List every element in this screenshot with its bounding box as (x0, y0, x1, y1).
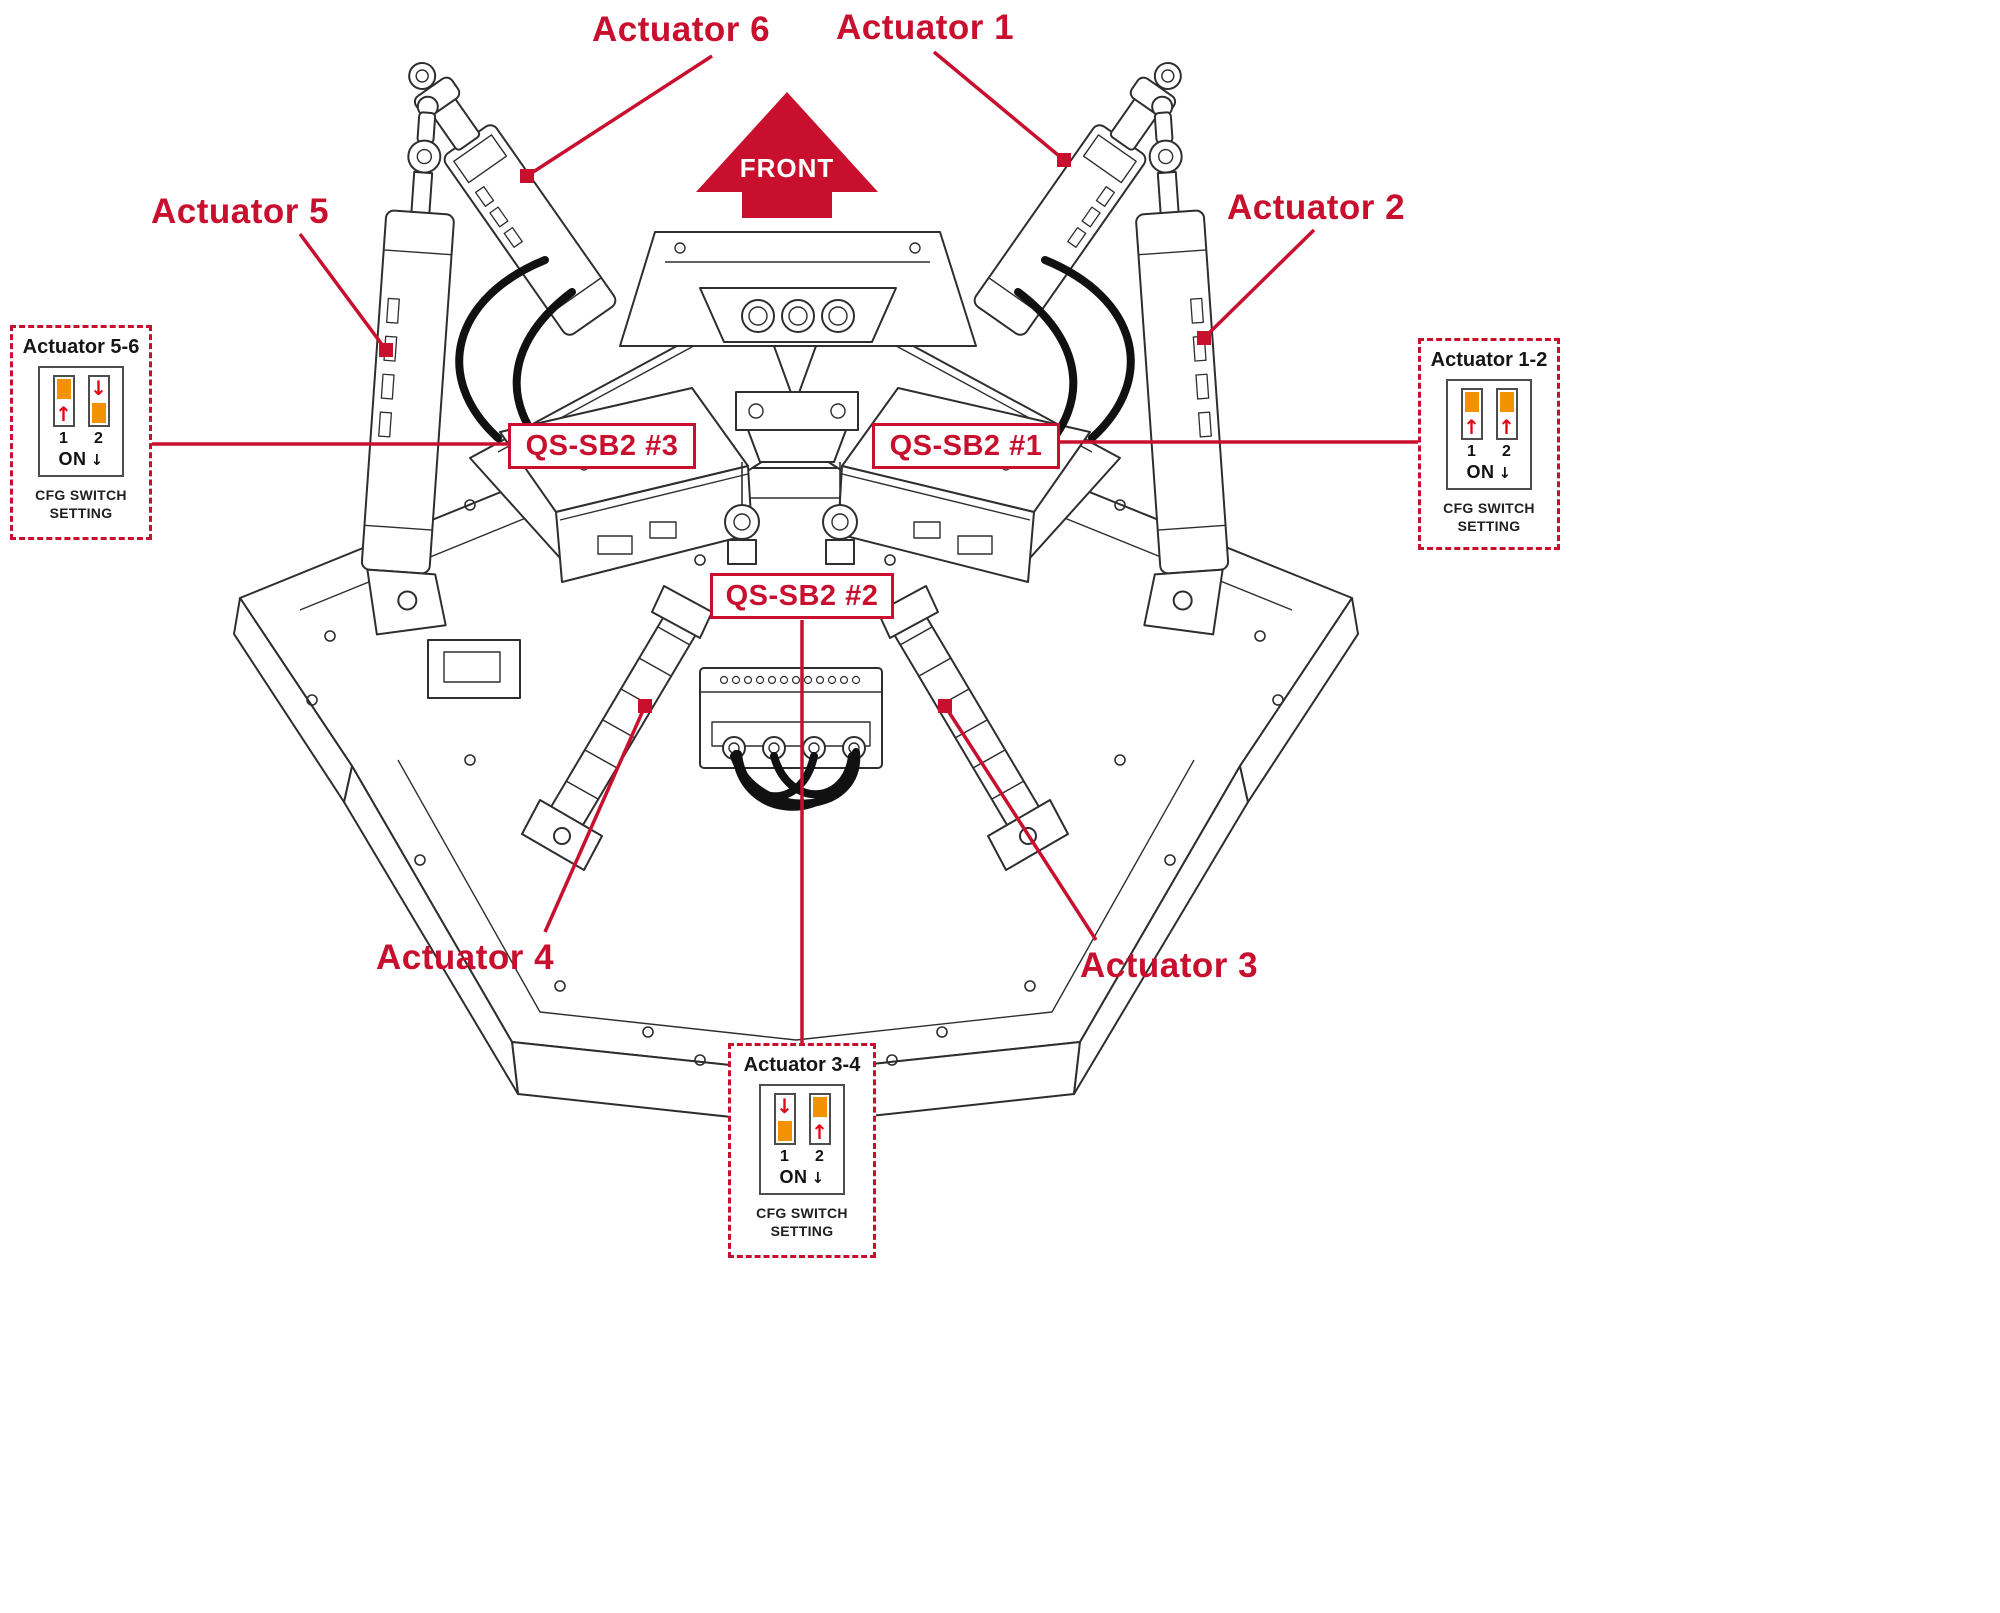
cfg-callout-actuator-1-2: Actuator 1-2 ↑ ↑ 1 2 ON↓ CFG SWITCH (1418, 338, 1560, 550)
on-direction-arrow-icon: ↓ (1498, 464, 1512, 482)
dip-switch-numbers: 1 2 (40, 430, 122, 448)
dip-arrow-up-icon: ↑ (811, 1120, 828, 1144)
dip-switch-graphic: ↓ ↑ 1 2 ON↓ (759, 1084, 845, 1195)
caption-line-2: SETTING (1457, 518, 1521, 535)
callout-title: Actuator 3-4 (743, 1054, 861, 1076)
caption-line-1: CFG SWITCH (1443, 500, 1535, 516)
dip-on-label: ON↓ (1448, 462, 1530, 483)
dip-number-1: 1 (1467, 443, 1476, 460)
caption-line-1: CFG SWITCH (756, 1205, 848, 1221)
callout-caption: CFG SWITCH SETTING (13, 486, 149, 522)
front-arrow-label: FRONT (739, 153, 835, 183)
dip-number-1: 1 (780, 1148, 789, 1165)
dip-switch-graphic: ↑ ↓ 1 2 ON↓ (38, 366, 124, 477)
callout-caption: CFG SWITCH SETTING (731, 1204, 873, 1240)
dip-switch-numbers: 1 2 (761, 1148, 843, 1166)
central-unit (619, 231, 977, 463)
label-qs-sb2-3: QS-SB2 #3 (508, 423, 696, 469)
dip-arrow-up-icon: ↑ (1463, 415, 1480, 439)
dip-on-label: ON↓ (40, 449, 122, 470)
cfg-callout-actuator-3-4: Actuator 3-4 ↓ ↑ 1 2 ON↓ CFG SWITCH (728, 1043, 876, 1258)
label-actuator-4: Actuator 4 (375, 938, 555, 977)
dip-switch-2: ↑ (1495, 388, 1518, 440)
label-actuator-6: Actuator 6 (591, 10, 771, 49)
on-text: ON (58, 449, 87, 469)
dip-number-2: 2 (94, 430, 103, 447)
dip-switch-graphic: ↑ ↑ 1 2 ON↓ (1446, 379, 1532, 490)
caption-line-2: SETTING (770, 1223, 834, 1240)
cfg-callout-actuator-5-6: Actuator 5-6 ↑ ↓ 1 2 ON↓ CFG SWITCH (10, 325, 152, 540)
dip-switch-1: ↓ (773, 1093, 796, 1145)
on-direction-arrow-icon: ↓ (90, 451, 104, 469)
dip-switch-2: ↓ (87, 375, 110, 427)
dip-knob (777, 1121, 792, 1141)
caption-line-2: SETTING (49, 505, 113, 522)
dip-arrow-up-icon: ↑ (55, 402, 72, 426)
on-direction-arrow-icon: ↓ (811, 1169, 825, 1187)
dip-number-2: 2 (1502, 443, 1511, 460)
dip-on-label: ON↓ (761, 1167, 843, 1188)
dip-knob (91, 403, 106, 423)
dip-knob (1499, 392, 1514, 412)
callout-title: Actuator 1-2 (1430, 349, 1548, 371)
on-text: ON (779, 1167, 808, 1187)
caption-line-1: CFG SWITCH (35, 487, 127, 503)
dip-knob (812, 1097, 827, 1117)
dip-arrow-down-icon: ↓ (776, 1094, 793, 1118)
dip-arrow-down-icon: ↓ (90, 376, 107, 400)
label-actuator-2: Actuator 2 (1226, 188, 1406, 227)
dip-number-2: 2 (815, 1148, 824, 1165)
label-qs-sb2-2: QS-SB2 #2 (710, 573, 894, 619)
label-actuator-5: Actuator 5 (150, 192, 330, 231)
dip-arrow-up-icon: ↑ (1498, 415, 1515, 439)
ball-posts (724, 462, 858, 565)
label-qs-sb2-1: QS-SB2 #1 (872, 423, 1060, 469)
bottom-device (699, 667, 883, 769)
bottom-cables (730, 748, 861, 811)
dip-number-1: 1 (59, 430, 68, 447)
dip-knob (1464, 392, 1479, 412)
label-actuator-1: Actuator 1 (835, 8, 1015, 47)
dip-switch-2: ↑ (808, 1093, 831, 1145)
dip-switch-1: ↑ (52, 375, 75, 427)
callout-title: Actuator 5-6 (22, 336, 140, 358)
dip-switch-1: ↑ (1460, 388, 1483, 440)
label-actuator-3: Actuator 3 (1079, 946, 1259, 985)
on-text: ON (1466, 462, 1495, 482)
dip-switch-numbers: 1 2 (1448, 443, 1530, 461)
dip-knob (56, 379, 71, 399)
callout-caption: CFG SWITCH SETTING (1421, 499, 1557, 535)
